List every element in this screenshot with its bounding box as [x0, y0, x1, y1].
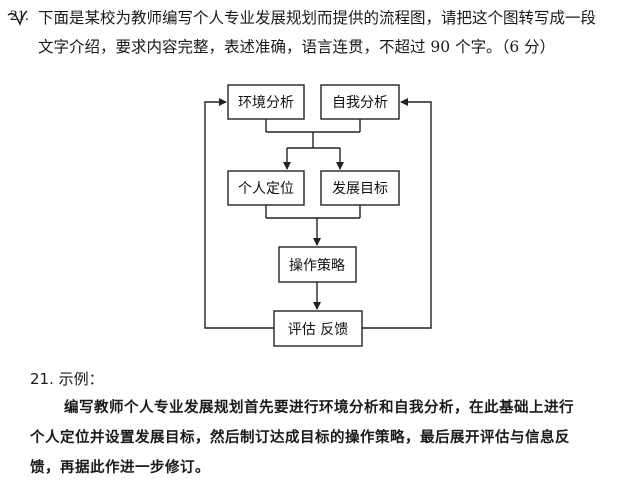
node-label: 评估 反馈	[288, 322, 348, 338]
edge-feedback-right	[362, 98, 432, 329]
node-personal-positioning: 个人定位	[227, 170, 305, 206]
answer-text-line-1: 编写教师个人专业发展规划首先要进行环境分析和自我分析，在此基础上进行	[64, 399, 574, 416]
node-label: 环境分析	[238, 95, 294, 111]
node-label: 个人定位	[238, 181, 294, 197]
node-label: 发展目标	[332, 181, 388, 197]
node-evaluation-feedback: 评估 反馈	[273, 310, 363, 347]
answer-text-line-2: 个人定位并设置发展目标，然后制订达成目标的操作策略，最后展开评估与信息反	[30, 429, 570, 446]
check-mark-icon	[7, 10, 28, 26]
question-number: 21.	[10, 8, 29, 24]
answer-text-line-3: 馈，再据此作进一步修订。	[30, 459, 210, 476]
edge-feedback-left	[204, 98, 274, 329]
answer-title: 21. 示例：	[30, 370, 104, 388]
node-label: 操作策略	[289, 257, 345, 274]
node-label: 自我分析	[332, 95, 388, 111]
edge-analysis-to-positioning	[265, 119, 361, 170]
node-environment-analysis: 环境分析	[227, 84, 305, 120]
node-development-goal: 发展目标	[320, 170, 400, 206]
edge-positioning-to-strategy	[265, 205, 361, 246]
node-operation-strategy: 操作策略	[278, 246, 357, 283]
node-self-analysis: 自我分析	[320, 84, 400, 120]
question-text-line-2: 文字介绍，要求内容完整，表述准确，语言连贯，不超过 90 个字。（6 分）	[38, 38, 556, 56]
question-text-line-1: 下面是某校为教师编写个人专业发展规划而提供的流程图，请把这个图转写成一段	[38, 9, 597, 27]
